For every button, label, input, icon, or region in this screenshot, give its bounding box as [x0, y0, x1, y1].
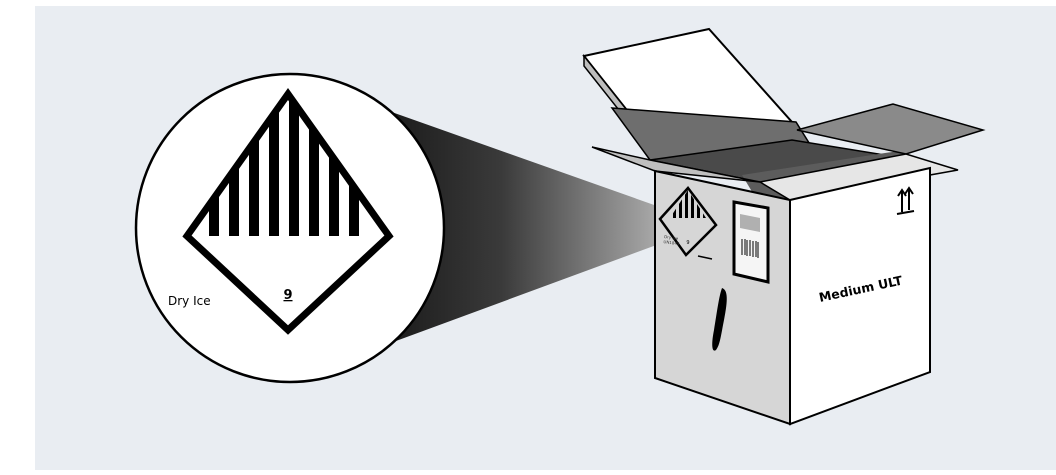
right-flap	[796, 103, 986, 155]
dry-ice-text: Dry Ice	[168, 294, 211, 308]
small-label-line: UN1845	[663, 239, 680, 246]
small-label-text: Dry IceUN1845	[663, 234, 681, 246]
strap-handle-icon	[712, 288, 727, 351]
barcode	[741, 239, 759, 258]
illustration-svg: 9 Dry Ice	[35, 6, 1056, 470]
small-hazard-class: 9	[686, 240, 689, 246]
this-way-up-arrows-icon	[896, 186, 915, 215]
background-panel: 9 Dry Ice	[35, 6, 1056, 470]
shipping-box: 9 Dry IceUN1845	[582, 27, 986, 426]
hazard-diamond-outline	[182, 87, 394, 335]
hazard-class-number: 9	[283, 288, 292, 303]
box-right-face	[789, 166, 931, 426]
front-right-flap	[757, 153, 959, 201]
small-label-line: Dry Ice	[664, 234, 679, 241]
shipping-label-icon	[732, 200, 770, 284]
magnifier: 9 Dry Ice	[134, 72, 446, 384]
